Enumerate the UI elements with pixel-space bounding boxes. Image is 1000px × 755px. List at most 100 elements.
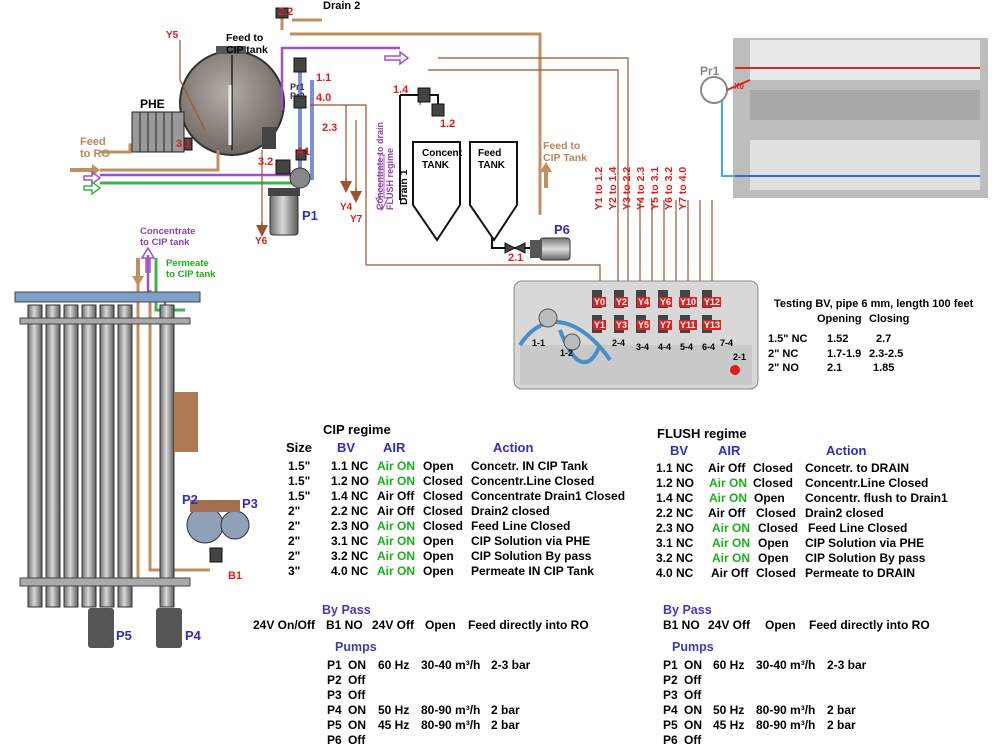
flush-bv: 3.1 NC bbox=[656, 536, 694, 550]
flush-bypass-air: 24V Off bbox=[708, 618, 751, 632]
pump-p6-label: P6 bbox=[554, 222, 570, 237]
cip-size: 2" bbox=[288, 549, 301, 563]
pump-state: Off bbox=[348, 733, 366, 747]
flush-action: Drain2 closed bbox=[805, 506, 884, 520]
cip-bv: 3.2 NC bbox=[331, 549, 369, 563]
cip-state: Open bbox=[423, 564, 454, 578]
cip-action: Concentr.Line Closed bbox=[471, 474, 595, 488]
pump-state: ON bbox=[348, 658, 366, 672]
port-3-4: 3-4 bbox=[636, 342, 650, 352]
cip-state: Open bbox=[423, 534, 454, 548]
pump-id: P4 bbox=[663, 703, 678, 717]
pump-freq: 50 Hz bbox=[713, 703, 745, 717]
cip-row: 1.5" 1.1 NC Air ON Open Concetr. IN CIP … bbox=[0, 459, 640, 474]
flush-row: 1.1 NC Air Off Closed Concetr. to DRAIN bbox=[0, 461, 1000, 476]
pump-state: ON bbox=[348, 718, 366, 732]
cip-header-action: Action bbox=[493, 440, 534, 455]
air-signal-lines bbox=[179, 40, 713, 285]
testing-open: 1.7-1.9 bbox=[827, 348, 862, 360]
flush-row: 3.1 NC Air ON Open CIP Solution via PHE bbox=[0, 536, 1000, 551]
flush-air: Air Off bbox=[708, 506, 746, 520]
cip-state: Open bbox=[423, 549, 454, 563]
cip-air: Air ON bbox=[377, 519, 416, 533]
cip-row: 2" 3.2 NC Air ON Open CIP Solution By pa… bbox=[0, 549, 640, 564]
flush-state: Closed bbox=[758, 521, 799, 535]
cip-bypass-title: By Pass bbox=[322, 603, 371, 617]
flush-air: Air Off bbox=[708, 461, 746, 475]
pump-id: P6 bbox=[327, 733, 342, 747]
flush-pumps-title: Pumps bbox=[672, 640, 714, 654]
manifold-y1: Y1 bbox=[593, 320, 607, 330]
flush-action: Concetr. to DRAIN bbox=[805, 461, 910, 475]
cip-bv: 2.2 NC bbox=[331, 504, 369, 518]
pump-press: 2-3 bar bbox=[827, 658, 867, 672]
cip-bypass-air: 24V Off bbox=[372, 618, 415, 632]
flush-air: Air ON bbox=[712, 536, 751, 550]
manifold-y7: Y7 bbox=[659, 320, 673, 330]
flush-action: Concentr. flush to Drain1 bbox=[805, 491, 948, 505]
cip-action: Concentrate Drain1 Closed bbox=[471, 489, 626, 503]
flush-bv: 1.2 NO bbox=[656, 476, 695, 490]
valve-1-4: 1.4 bbox=[393, 84, 409, 96]
flush-row: 2.3 NO Air ON Closed Feed Line Closed bbox=[0, 521, 1000, 536]
testing-size: 1.5" NC bbox=[768, 333, 808, 345]
cip-bv: 3.1 NC bbox=[331, 534, 369, 548]
port-2-4: 2-4 bbox=[612, 338, 626, 348]
y-routing-1: Y1 to 1.2 bbox=[593, 166, 605, 210]
pump-state: Off bbox=[684, 733, 702, 747]
concentrate-to-drain-label: Concentrate to drain FLUSH regime bbox=[375, 121, 395, 210]
flush-pump-row: P2 Off bbox=[0, 673, 1000, 688]
drain2-label: Drain 2 bbox=[323, 0, 361, 12]
valve-4-0: 4.0 bbox=[316, 92, 332, 104]
flush-row: 1.2 NO Air ON Closed Concentr.Line Close… bbox=[0, 476, 1000, 491]
cip-action: Drain2 closed bbox=[471, 504, 550, 518]
pump-freq: 60 Hz bbox=[713, 658, 745, 672]
cip-size: 1.5" bbox=[288, 459, 311, 473]
manifold-y3: Y3 bbox=[615, 320, 629, 330]
cip-action: CIP Solution via PHE bbox=[471, 534, 591, 548]
manifold-y5: Y5 bbox=[637, 320, 651, 330]
cip-pump-row: P5 ON 45 Hz 80-90 m³/h 2 bar bbox=[0, 718, 640, 733]
flush-air: Air Off bbox=[711, 566, 749, 580]
pump-press: 2 bar bbox=[491, 718, 520, 732]
flush-air: Air ON bbox=[712, 521, 751, 535]
manifold-y2: Y2 bbox=[615, 297, 629, 307]
pump-id: P4 bbox=[327, 703, 342, 717]
y-routing-3: Y3 to 2.2 bbox=[621, 166, 633, 210]
flush-pump-row: P6 Off bbox=[0, 733, 1000, 748]
flush-pump-row: P4 ON 50 Hz 80-90 m³/h 2 bar bbox=[0, 703, 1000, 718]
cip-row: 2" 2.3 NO Air ON Closed Feed Line Closed bbox=[0, 519, 640, 534]
signal-y7: Y7 bbox=[350, 214, 363, 225]
port-2-1: 2-1 bbox=[733, 352, 747, 362]
cip-bypass-row: 24V On/Off B1 NO 24V Off Open Feed direc… bbox=[0, 618, 640, 633]
cip-bv: 4.0 NC bbox=[331, 564, 369, 578]
valve-1-2: 1.2 bbox=[440, 118, 456, 130]
cip-row: 1.5" 1.2 NO Air ON Closed Concentr.Line … bbox=[0, 474, 640, 489]
testing-close: 2.3-2.5 bbox=[869, 348, 904, 360]
manifold-y12: Y12 bbox=[703, 297, 722, 307]
cip-pump-row: P4 ON 50 Hz 80-90 m³/h 2 bar bbox=[0, 703, 640, 718]
cip-air: Air ON bbox=[377, 474, 416, 488]
manifold-y6: Y6 bbox=[659, 297, 673, 307]
flush-air: Air ON bbox=[712, 551, 751, 565]
flush-pump-row: P5 ON 45 Hz 80-90 m³/h 2 bar bbox=[0, 718, 1000, 733]
cip-pump-row: P2 Off bbox=[0, 673, 640, 688]
pump-flow: 80-90 m³/h bbox=[421, 703, 481, 717]
port-5-4: 5-4 bbox=[680, 342, 694, 352]
cip-pumps-title: Pumps bbox=[335, 640, 377, 654]
pump-id: P3 bbox=[663, 688, 678, 702]
pump-state: ON bbox=[684, 658, 702, 672]
flush-bypass-row: B1 NO 24V Off Open Feed directly into RO bbox=[0, 618, 1000, 633]
cip-bypass-bv: B1 NO bbox=[326, 618, 363, 632]
pump-id: P3 bbox=[327, 688, 342, 702]
flush-title: FLUSH regime bbox=[657, 426, 747, 441]
pump-freq: 45 Hz bbox=[378, 718, 410, 732]
phe-unit bbox=[131, 111, 185, 153]
concent-tank bbox=[412, 141, 461, 242]
y-routing-6: Y6 to 3.2 bbox=[663, 166, 675, 210]
pr2-label: Pr2 bbox=[290, 91, 305, 101]
valve-2-1: 2.1 bbox=[508, 252, 524, 264]
flush-air: Air ON bbox=[709, 476, 748, 490]
pump-flow: 30-40 m³/h bbox=[421, 658, 481, 672]
flush-header-bv: BV bbox=[670, 443, 689, 458]
